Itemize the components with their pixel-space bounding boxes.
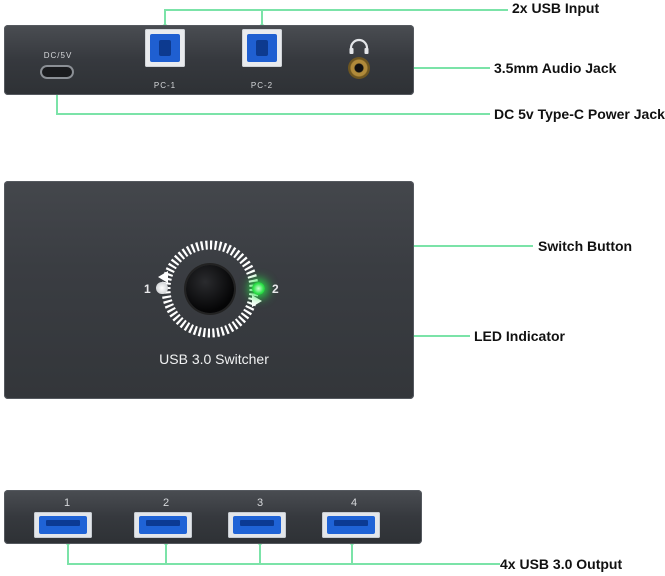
usb-output-callout: 4x USB 3.0 Output (500, 556, 623, 572)
top-panel: DC/5V PC-1 PC-2 (4, 25, 414, 95)
dc-label: DC/5V (43, 51, 73, 60)
usb-b-port-pc1[interactable] (145, 29, 185, 67)
output-line (67, 542, 500, 565)
switch-button-callout: Switch Button (538, 238, 633, 254)
port-number-1: 1 (63, 497, 71, 509)
switcher-top-panel: 1 2 USB 3.0 Switcher (4, 181, 414, 399)
usb-a-port-1[interactable] (34, 512, 92, 538)
indicator-2-label: 2 (272, 282, 279, 296)
port-number-4: 4 (350, 497, 358, 509)
usb-b-port-pc2[interactable] (242, 29, 282, 67)
bottom-panel: 1 2 3 4 (4, 490, 422, 544)
port-number-3: 3 (256, 497, 264, 509)
headphone-icon (349, 38, 369, 54)
audio-jack-callout: 3.5mm Audio Jack (494, 60, 617, 76)
product-title: USB 3.0 Switcher (159, 351, 269, 367)
pc2-label: PC-2 (250, 81, 274, 90)
usb-input-callout: 2x USB Input (512, 0, 600, 16)
usb-a-port-3[interactable] (228, 512, 286, 538)
led-2 (252, 282, 265, 295)
audio-jack-port[interactable] (348, 57, 370, 79)
indicator-1-label: 1 (144, 282, 151, 296)
led-1 (156, 282, 168, 294)
usb-a-port-2[interactable] (134, 512, 192, 538)
led-indicator-callout: LED Indicator (474, 328, 566, 344)
usb-input-line (164, 9, 263, 27)
port-number-2: 2 (162, 497, 170, 509)
switch-button[interactable] (186, 265, 234, 313)
pc1-label: PC-1 (153, 81, 177, 90)
power-jack-callout: DC 5v Type-C Power Jack (494, 106, 665, 122)
usb-a-port-4[interactable] (322, 512, 380, 538)
usb-c-port[interactable] (40, 65, 74, 79)
